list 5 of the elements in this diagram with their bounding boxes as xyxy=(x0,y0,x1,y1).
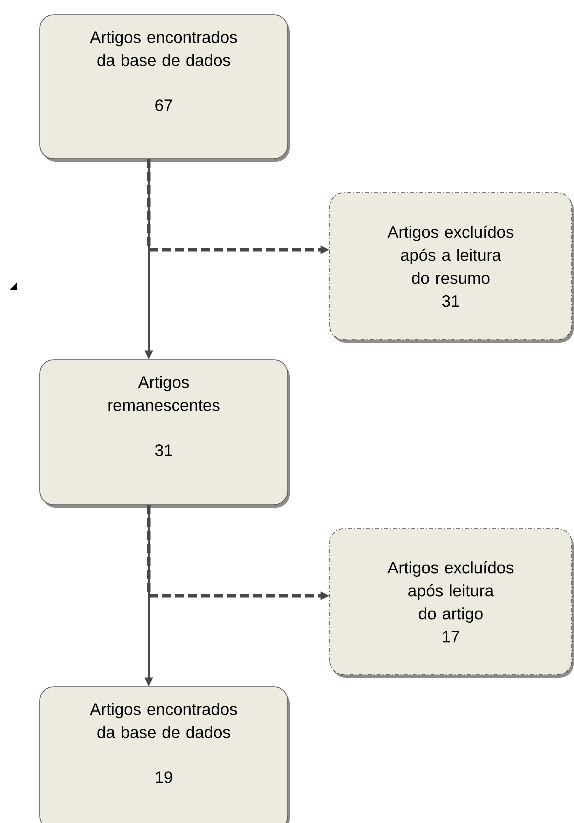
exclusion-box: Artigos excluídos após leitura do artigo 17 xyxy=(330,528,574,678)
process-box: Artigos remanescentes 31 xyxy=(40,360,290,508)
process-box: Artigos encontrados da base de dados 19 xyxy=(40,686,290,823)
exclusion-box: Artigos excluídos após a leitura do resumo 31 xyxy=(330,192,574,343)
process-box: Artigos encontrados da base de dados 67 xyxy=(40,14,290,162)
